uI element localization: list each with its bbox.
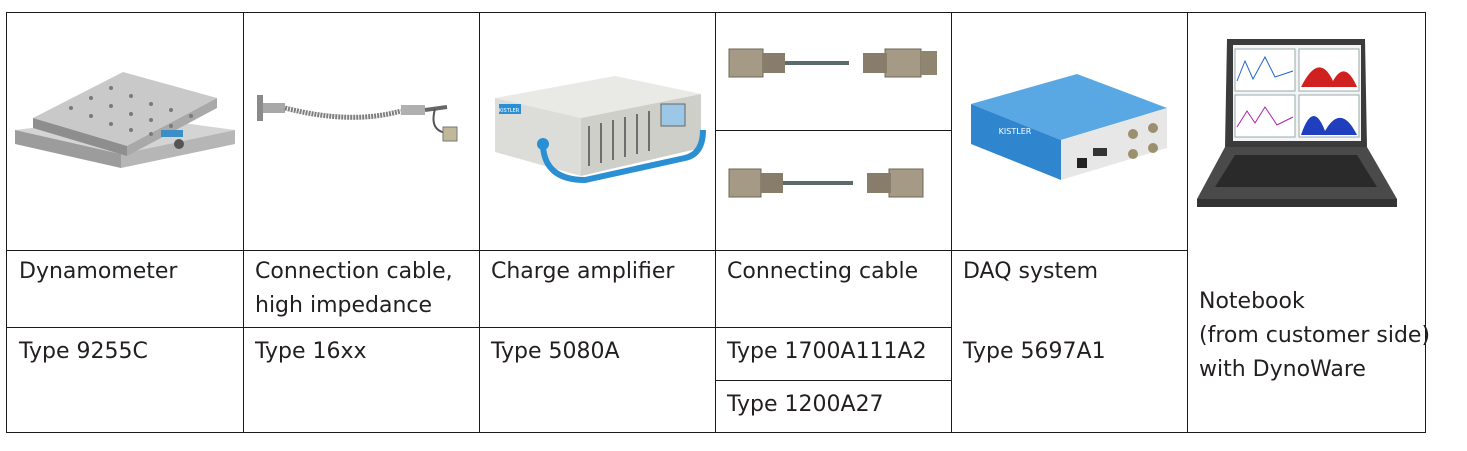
component-type-cable: Type 16xx [255, 339, 367, 364]
notebook-image [1197, 39, 1397, 207]
cable-image [257, 95, 458, 142]
component-name-connecting-cable: Connecting cable [727, 259, 919, 284]
component-name-dynamometer: Dynamometer [19, 259, 178, 284]
row-divider [715, 130, 951, 131]
component-type-connecting-cable-2: Type 1200A27 [727, 392, 884, 417]
row-divider [715, 380, 951, 381]
row-divider [7, 250, 1187, 251]
component-type-daq-system: Type 5697A1 [963, 339, 1106, 364]
component-name-daq-system: DAQ system [963, 259, 1099, 284]
component-name-charge-amplifier: Charge amplifier [491, 259, 675, 284]
charge-amplifier-image: KISTLER [495, 76, 706, 184]
component-name-cable-line2: high impedance [255, 293, 433, 318]
column-divider [951, 13, 952, 432]
notebook-label-line1: Notebook [1199, 289, 1305, 314]
column-divider [243, 13, 244, 432]
dynamometer-image [15, 72, 235, 168]
component-name-cable-line1: Connection cable, [255, 259, 453, 284]
row-divider [7, 327, 951, 328]
column-divider [715, 13, 716, 432]
component-type-dynamometer: Type 9255C [19, 339, 148, 364]
notebook-label-line2: (from customer side) [1199, 323, 1431, 348]
column-divider [479, 13, 480, 432]
component-type-connecting-cable-1: Type 1700A111A2 [727, 339, 927, 364]
connecting-cable-image [728, 48, 937, 78]
connecting-cable-image [728, 168, 924, 198]
component-type-charge-amplifier: Type 5080A [491, 339, 620, 364]
brand-logo: KISTLER [999, 127, 1032, 136]
daq-system-image: KISTLER [971, 74, 1167, 180]
column-divider [1187, 13, 1188, 432]
brand-logo: KISTLER [499, 108, 520, 114]
components-table: KISTLER KISTLER [6, 12, 1430, 433]
notebook-label-line3: with DynoWare [1199, 357, 1366, 382]
